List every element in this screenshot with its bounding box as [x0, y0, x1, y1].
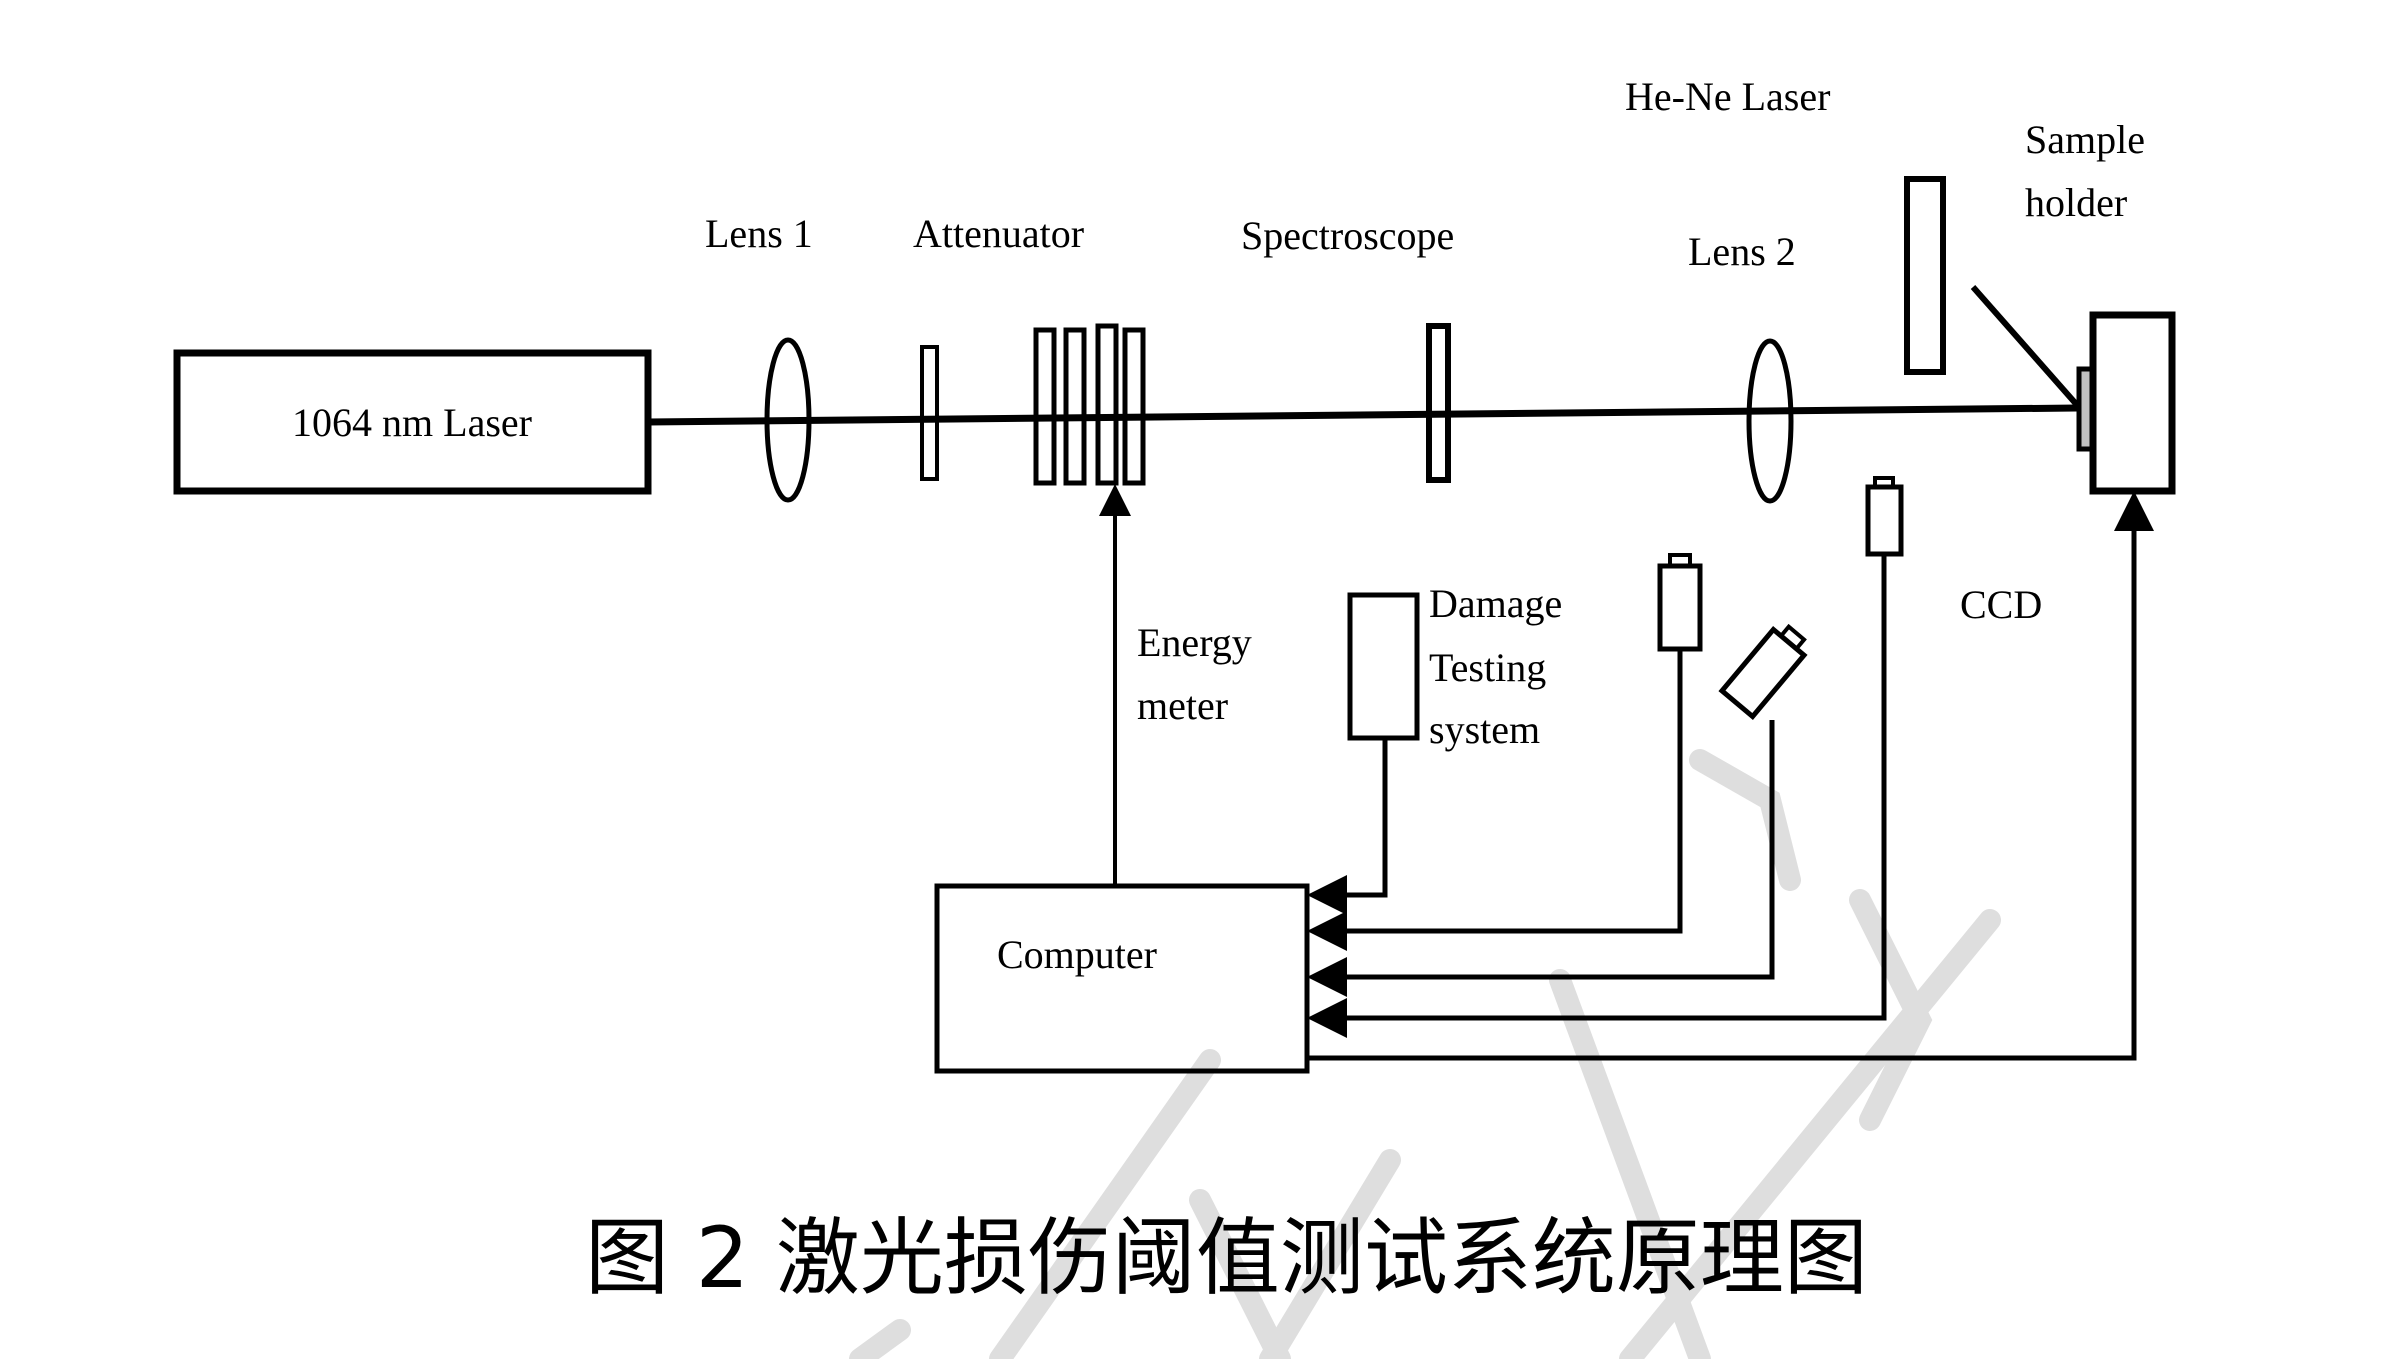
damage-label-3: system — [1429, 707, 1540, 752]
sample-holder-label-1: Sample — [2025, 117, 2145, 162]
attenuator-plate — [1122, 327, 1146, 486]
energy-meter-label-1: Energy — [1137, 620, 1252, 665]
ccd-link-2 — [1307, 720, 1775, 997]
ccd-label: CCD — [1960, 582, 2042, 627]
attenuator-plate — [1033, 327, 1057, 486]
attenuator-plate — [1063, 327, 1087, 486]
lens-2-label: Lens 2 — [1688, 229, 1796, 274]
spectroscope-label: Spectroscope — [1241, 213, 1454, 258]
attenuator-plate — [1095, 323, 1119, 486]
he-ne-laser — [1904, 176, 1946, 375]
lens-1 — [764, 337, 812, 503]
ccd-camera-1 — [1657, 553, 1703, 652]
attenuator-label: Attenuator — [913, 211, 1084, 256]
sample-holder-label-2: holder — [2025, 180, 2127, 225]
watermark — [849, 749, 2001, 1359]
energy-meter-label-2: meter — [1137, 683, 1228, 728]
he-ne-beam — [1970, 285, 2080, 407]
attenuator — [1033, 323, 1146, 486]
computer-label: Computer — [997, 932, 1157, 977]
damage-label-1: Damage — [1429, 581, 1562, 626]
damage-label-2: Testing — [1429, 645, 1546, 690]
ccd-link-1 — [1307, 649, 1683, 951]
computer-box — [934, 883, 1310, 1074]
ccd-camera-2 — [1718, 623, 1808, 721]
figure-caption: 图 2 激光损伤阈值测试系统原理图 — [585, 1209, 1868, 1307]
laser-source-label: 1064 nm Laser — [292, 400, 532, 445]
polarizer-plate — [920, 345, 939, 481]
ccd-link-3 — [1307, 554, 1887, 1038]
damage-testing-box — [1347, 592, 1420, 741]
he-ne-laser-label: He-Ne Laser — [1625, 74, 1830, 119]
sample-holder-link — [1307, 491, 2154, 1061]
damage-link — [1307, 738, 1388, 915]
lens-1-label: Lens 1 — [705, 211, 813, 256]
ccd-camera-3 — [1865, 476, 1904, 557]
sample-holder — [2089, 311, 2176, 495]
spectroscope-plate — [1426, 323, 1451, 483]
lens-2 — [1746, 338, 1794, 504]
laser-beam — [647, 404, 2078, 426]
